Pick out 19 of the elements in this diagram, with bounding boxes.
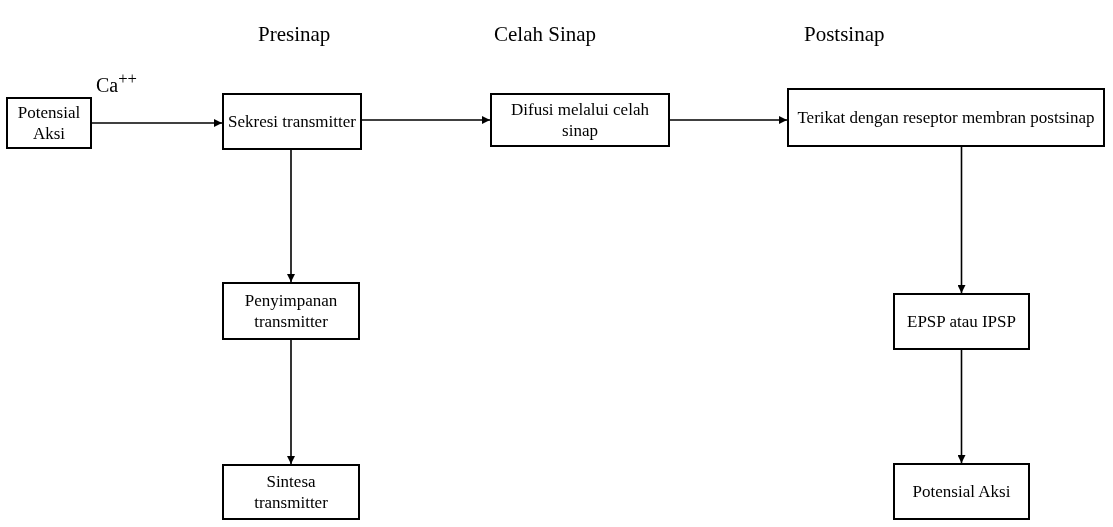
column-heading: Postsinap <box>804 22 885 47</box>
column-heading: Presinap <box>258 22 331 47</box>
process-box: Difusi melalui celah sinap <box>490 93 670 147</box>
process-box: EPSP atau IPSP <box>893 293 1030 350</box>
process-box: Penyimpanan transmitter <box>222 282 360 340</box>
arrow <box>287 339 295 465</box>
process-box: Sekresi transmitter <box>222 93 362 150</box>
edge-label: Ca$^{++}$ <box>96 71 137 95</box>
process-box: Sintesa transmitter <box>222 464 360 520</box>
process-box: Potensial Aksi <box>6 97 92 149</box>
column-heading: Celah Sinap <box>494 22 597 47</box>
arrow <box>287 149 295 283</box>
arrow <box>91 119 223 127</box>
arrow <box>957 146 966 294</box>
arrow <box>669 116 788 124</box>
arrow <box>361 116 491 124</box>
process-box: Terikat dengan reseptor membran postsinap <box>787 88 1105 147</box>
process-box: Potensial Aksi <box>893 463 1030 520</box>
arrow <box>957 349 966 464</box>
